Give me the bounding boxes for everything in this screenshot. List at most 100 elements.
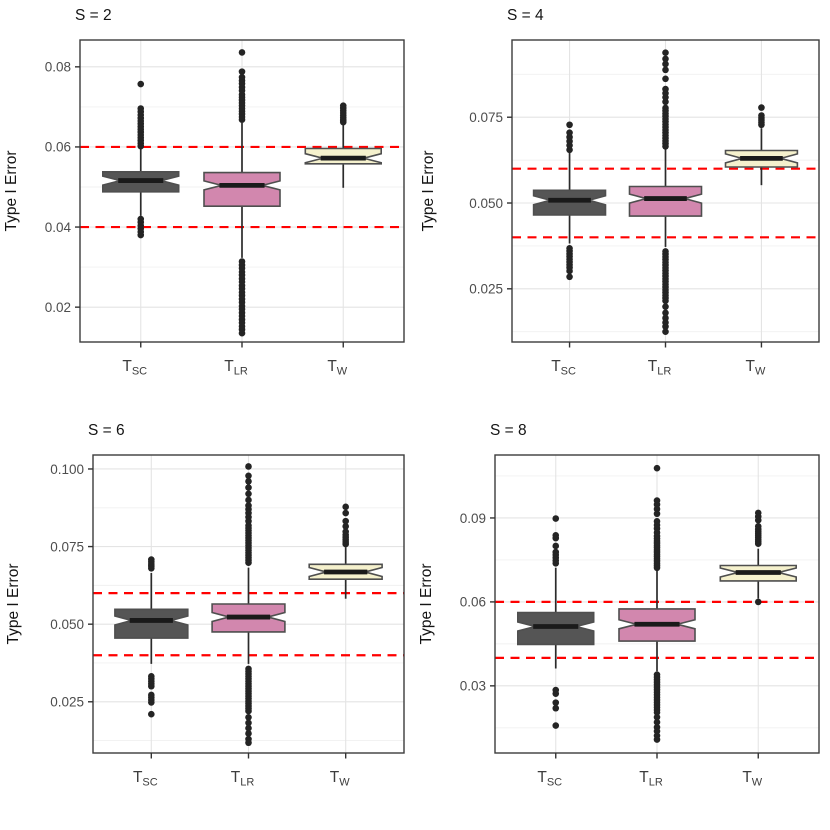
outlier-point — [552, 542, 560, 550]
box-w — [308, 503, 383, 599]
box-lower-half — [532, 200, 607, 216]
outlier-point — [653, 464, 661, 472]
outlier-point — [245, 484, 252, 491]
outlier-point — [245, 730, 252, 737]
y-tick-label: 0.03 — [460, 679, 486, 694]
box-sc — [516, 515, 595, 729]
outlier-point — [662, 309, 669, 317]
x-category-label: TLR — [639, 769, 663, 789]
y-tick-label: 0.02 — [45, 300, 71, 315]
outlier-point — [662, 49, 669, 56]
outlier-point — [566, 245, 573, 252]
x-category-label: TSC — [537, 769, 562, 789]
y-tick-label: 0.075 — [50, 539, 84, 554]
x-category-label: TLR — [648, 358, 672, 378]
outlier-point — [342, 523, 349, 530]
outlier-point — [662, 60, 669, 68]
box-lower-half — [628, 198, 703, 217]
outlier-point — [662, 314, 669, 322]
outlier-point — [662, 303, 669, 310]
outlier-point — [566, 121, 573, 129]
outlier-point — [552, 532, 560, 539]
box-upper-half — [308, 563, 383, 573]
box-upper-half — [532, 189, 607, 201]
outlier-point — [552, 686, 560, 694]
box-lr — [211, 463, 286, 747]
outlier-point — [342, 503, 349, 511]
outlier-point — [245, 714, 252, 721]
panel-title: S = 8 — [490, 422, 527, 439]
outlier-point — [552, 722, 560, 729]
outlier-point — [653, 497, 661, 504]
outlier-point — [653, 713, 661, 721]
x-category-label: TLR — [231, 769, 255, 789]
box-w — [719, 509, 798, 606]
y-axis-title: Type I Error — [420, 151, 437, 232]
outlier-point — [137, 215, 145, 223]
outlier-point — [245, 472, 252, 480]
x-category-label: TW — [742, 769, 762, 789]
outlier-point — [552, 699, 560, 706]
box-upper-half — [618, 608, 696, 625]
box-lr — [628, 49, 703, 336]
x-category-label: TSC — [551, 358, 576, 378]
outlier-point — [339, 102, 347, 109]
outlier-point — [653, 510, 661, 518]
box-upper-half — [628, 185, 703, 199]
outlier-point — [552, 704, 560, 712]
y-tick-label: 0.09 — [460, 511, 486, 526]
outlier-point — [653, 518, 661, 525]
outlier-point — [662, 85, 669, 93]
box-lr — [203, 49, 281, 337]
y-axis-title: Type I Error — [3, 151, 20, 232]
y-tick-label: 0.08 — [45, 60, 71, 75]
y-tick-label: 0.025 — [50, 695, 84, 710]
outlier-point — [662, 66, 669, 74]
box-upper-half — [114, 608, 189, 621]
y-tick-label: 0.050 — [469, 196, 503, 211]
outlier-point — [662, 55, 669, 63]
outlier-point — [137, 80, 145, 88]
box-w — [724, 104, 799, 186]
outlier-point — [552, 548, 560, 556]
panel-title: S = 2 — [75, 7, 112, 24]
outlier-point — [754, 523, 762, 530]
outlier-point — [137, 105, 145, 112]
outlier-point — [342, 517, 349, 525]
outlier-point — [238, 73, 246, 81]
outlier-point — [754, 598, 762, 606]
outlier-point — [653, 723, 661, 731]
panel-title: S = 6 — [88, 422, 125, 439]
box-lower-half — [114, 620, 189, 639]
x-category-label: TSC — [133, 769, 158, 789]
outlier-point — [238, 68, 246, 75]
box-w — [304, 102, 383, 188]
outlier-point — [148, 556, 155, 563]
box-lr — [618, 464, 696, 743]
panel-title: S = 4 — [507, 7, 544, 24]
box-lower-half — [724, 158, 799, 168]
x-category-label: TLR — [224, 358, 248, 378]
box-lower-half — [211, 616, 286, 633]
outlier-point — [148, 710, 155, 718]
outlier-point — [245, 463, 252, 470]
outlier-point — [342, 509, 349, 517]
outlier-point — [552, 515, 560, 522]
y-tick-label: 0.06 — [460, 595, 486, 610]
box-lower-half — [516, 626, 595, 646]
outlier-point — [342, 528, 349, 535]
y-axis-title: Type I Error — [418, 564, 435, 645]
outlier-point — [245, 735, 252, 743]
y-tick-label: 0.04 — [45, 220, 72, 235]
outlier-point — [245, 665, 252, 673]
y-axis-title: Type I Error — [5, 564, 22, 645]
box-upper-half — [211, 603, 286, 618]
outlier-point — [662, 328, 669, 336]
box-lower-half — [203, 185, 281, 207]
box-upper-half — [203, 171, 281, 186]
